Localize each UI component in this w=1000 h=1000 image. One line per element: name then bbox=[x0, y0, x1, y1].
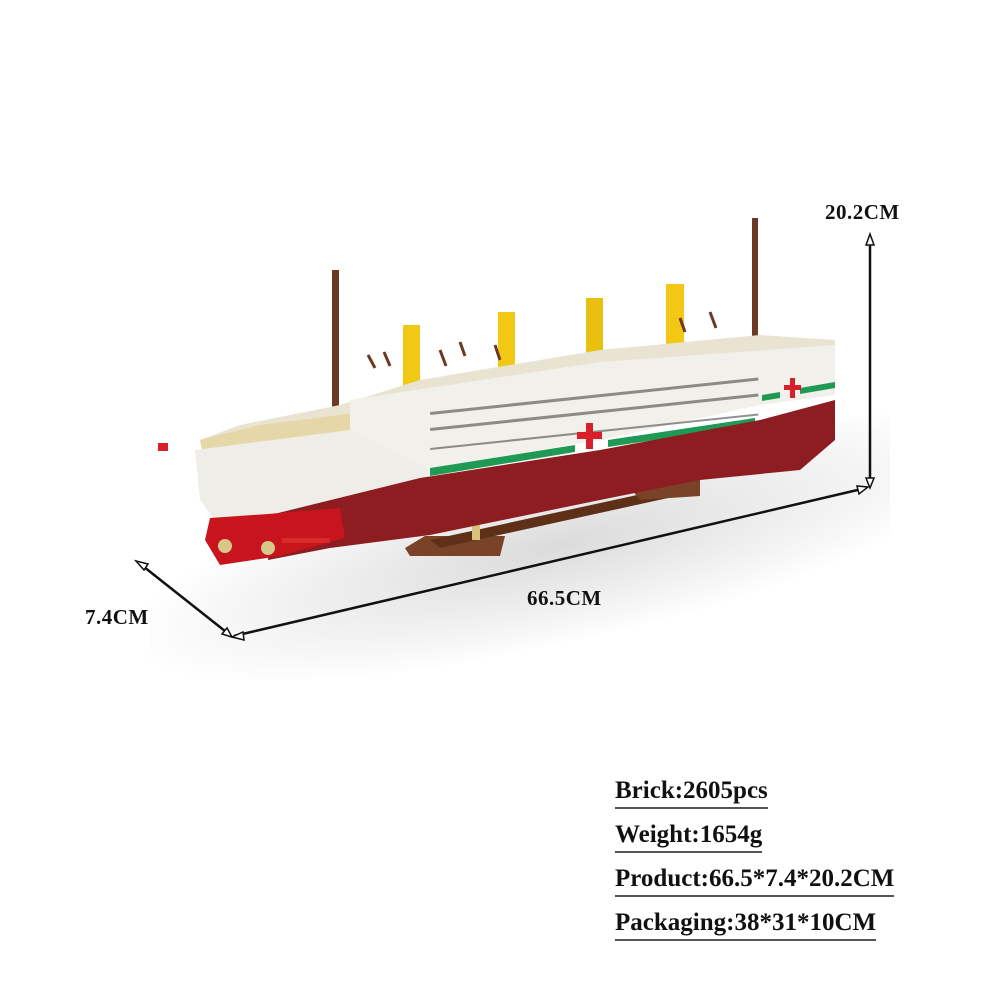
spec-brick-count: Brick:2605pcs bbox=[615, 776, 768, 809]
dimension-arrows bbox=[133, 231, 876, 641]
spec-product-size: Product:66.5*7.4*20.2CM bbox=[615, 864, 895, 897]
length-arrow-line bbox=[233, 486, 867, 638]
length-dimension-label: 66.5CM bbox=[527, 586, 602, 610]
hull bbox=[205, 400, 835, 565]
spec-list: Brick:2605pcs Weight:1654g Product:66.5*… bbox=[615, 776, 895, 952]
funnels bbox=[403, 284, 684, 390]
depth-arrow-line bbox=[138, 562, 231, 636]
spec-weight: Weight:1654g bbox=[615, 820, 763, 853]
height-dimension-label: 20.2CM bbox=[825, 200, 900, 224]
superstructure bbox=[158, 311, 835, 520]
masts bbox=[332, 218, 758, 435]
spec-packaging-size: Packaging:38*31*10CM bbox=[615, 908, 877, 941]
depth-dimension-label: 7.4CM bbox=[85, 605, 149, 629]
